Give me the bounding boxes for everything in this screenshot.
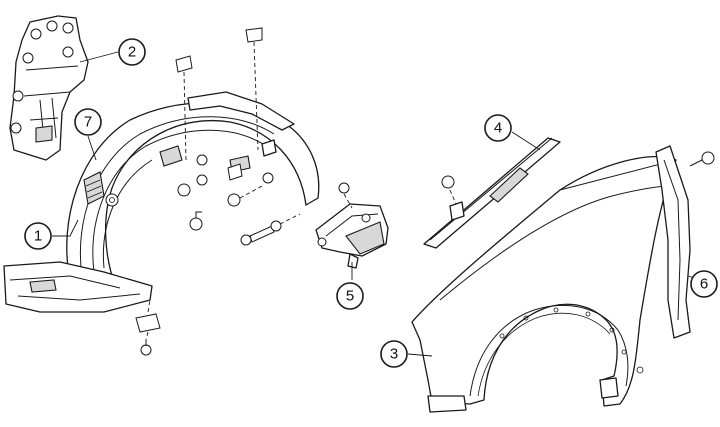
bracket-clip-holes <box>10 20 74 134</box>
part-3-front-fender <box>411 156 677 413</box>
part-2-splash-shield-bracket <box>9 15 89 161</box>
callout-1: 1 <box>24 222 52 250</box>
callout-5: 5 <box>336 282 364 310</box>
callout-2: 2 <box>118 38 146 66</box>
callout-1-label: 1 <box>34 228 42 245</box>
callout-3-label: 3 <box>390 346 398 363</box>
part-4-fender-seal <box>423 137 561 249</box>
part-1-front-fender-protector <box>3 91 320 313</box>
callout-7: 7 <box>74 108 102 136</box>
part-6-fender-cover <box>655 145 715 339</box>
callout-4: 4 <box>484 114 512 142</box>
callout-5-label: 5 <box>346 288 354 305</box>
callout-4-label: 4 <box>494 120 502 137</box>
part-7-protector-clip <box>105 193 119 207</box>
liner-fasteners <box>135 27 301 356</box>
callout-6-label: 6 <box>700 276 708 293</box>
callout-7-label: 7 <box>84 114 92 131</box>
callout-2-label: 2 <box>128 44 136 61</box>
callout-6: 6 <box>690 270 718 298</box>
callout-3: 3 <box>380 340 408 368</box>
part-5-fender-bracket <box>315 182 389 269</box>
